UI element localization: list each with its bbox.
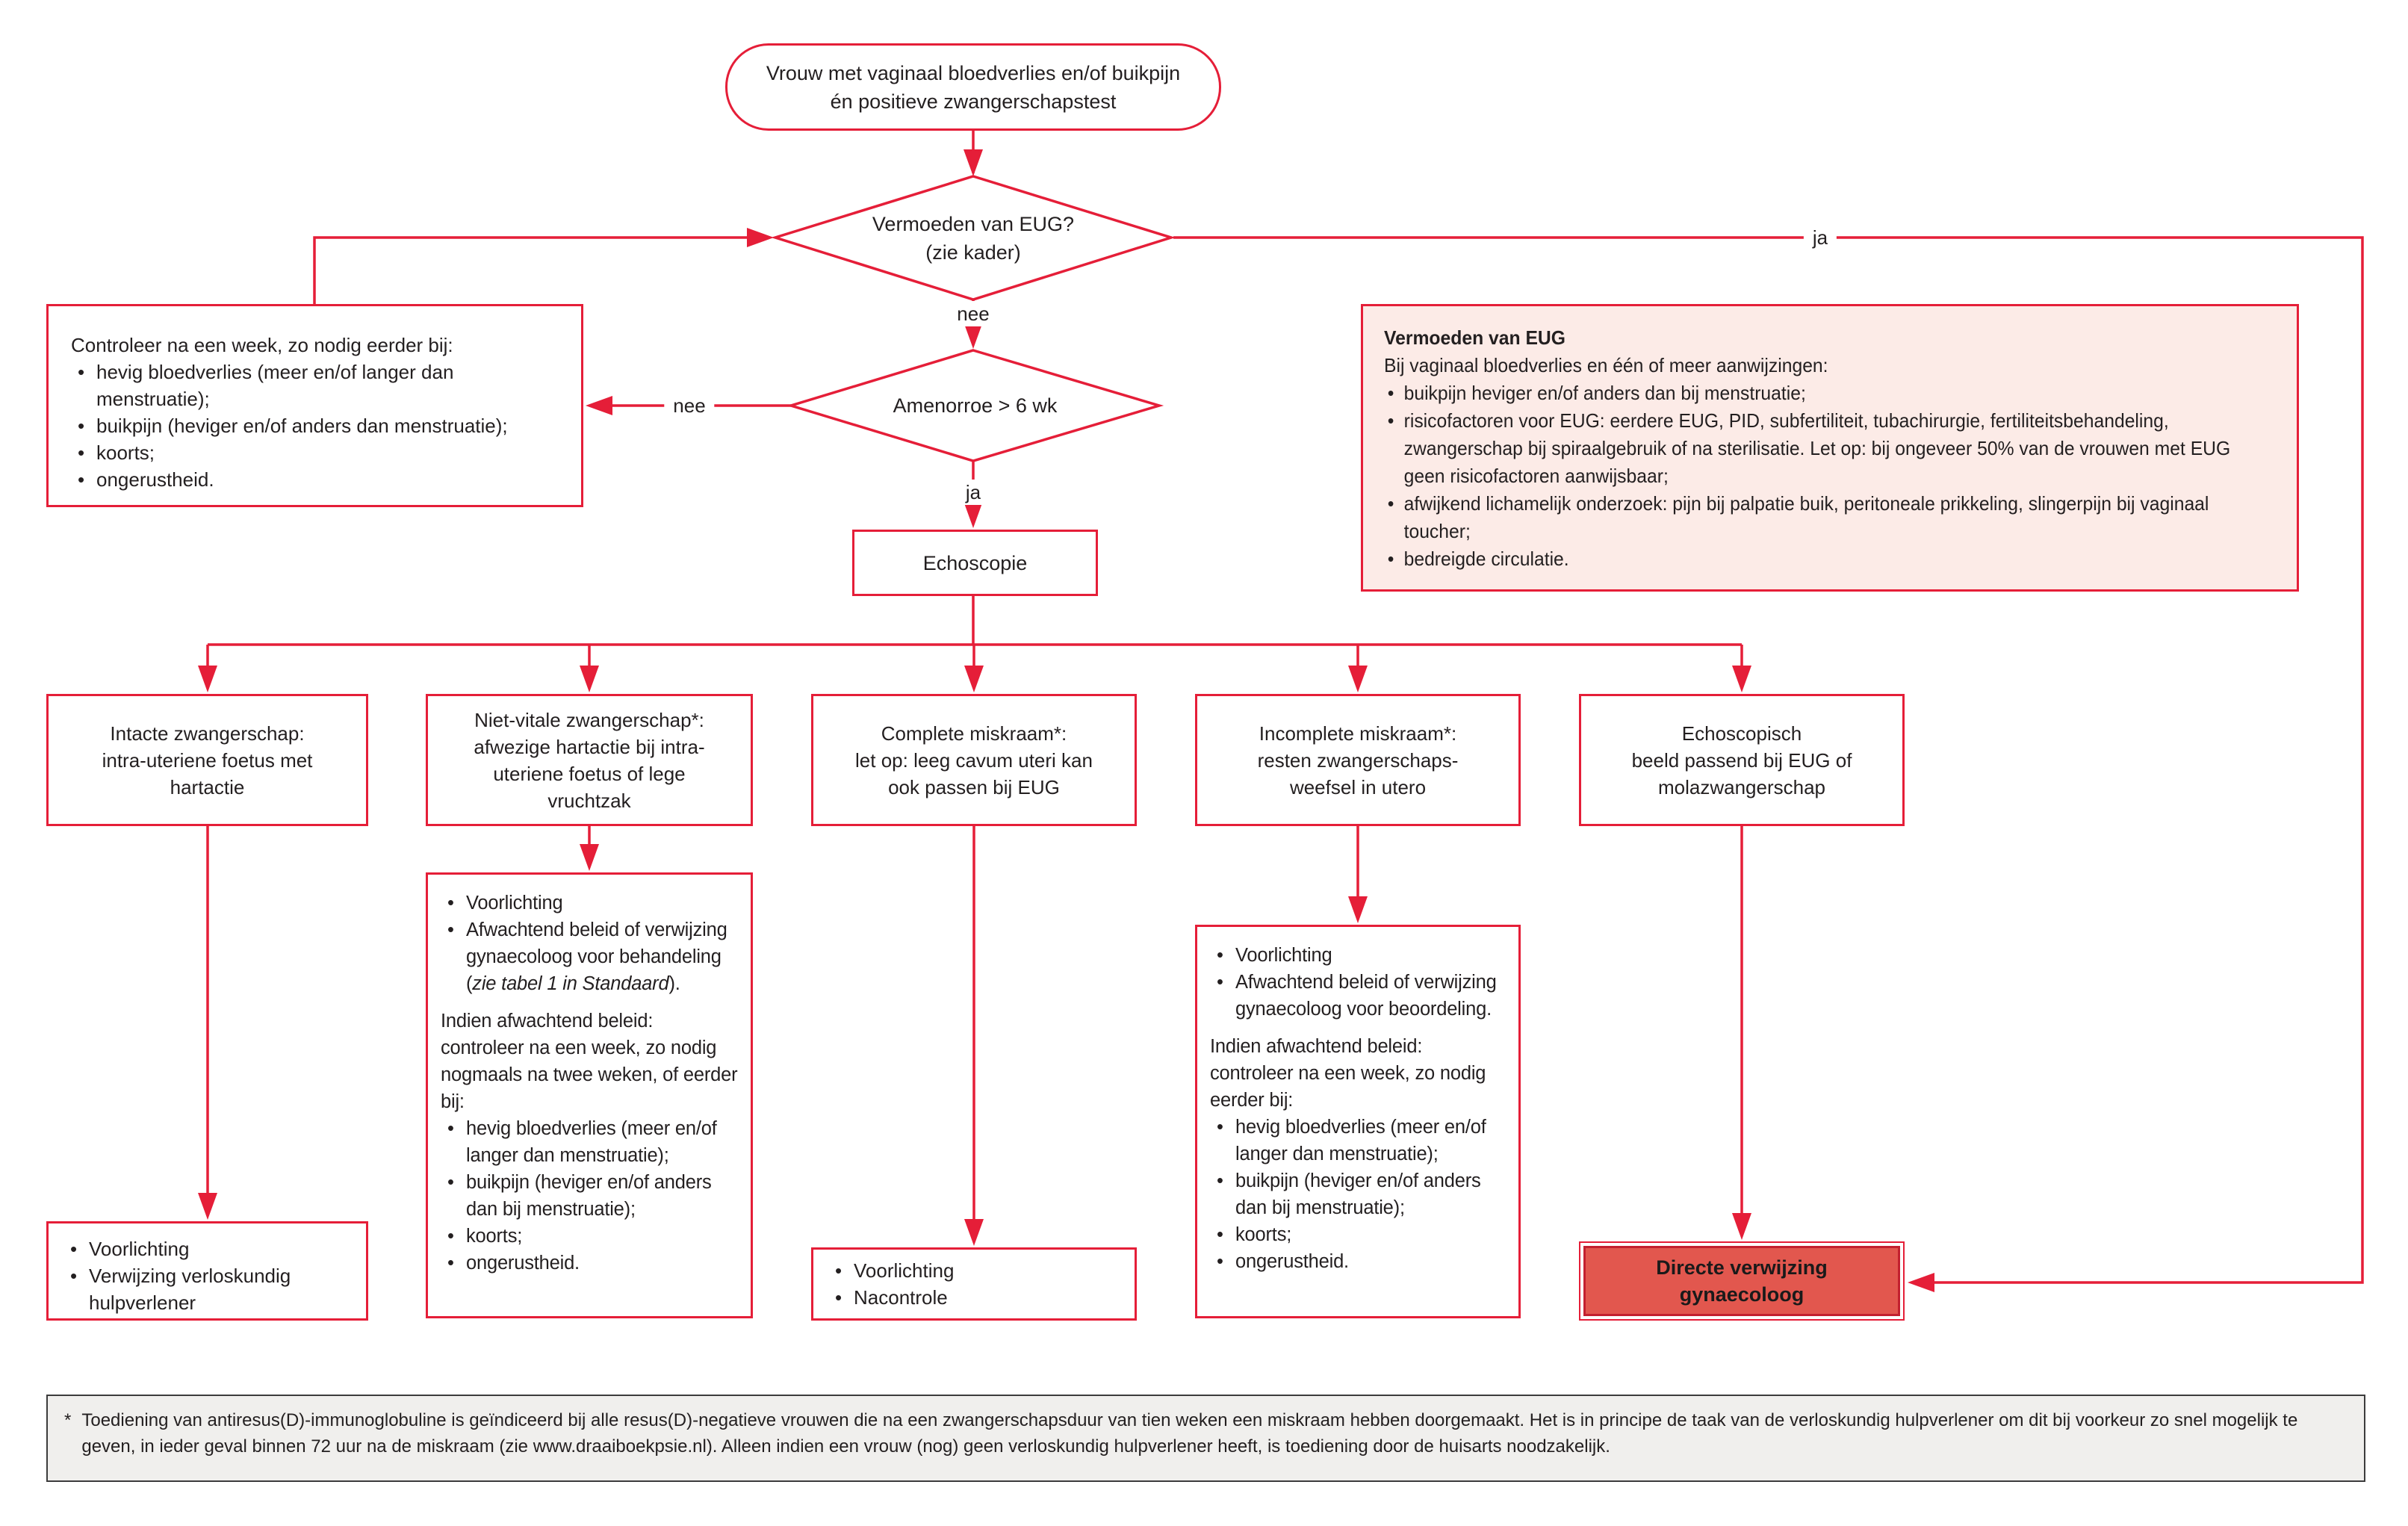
edge-label-nee-eug: nee [948,301,999,326]
decision-eug: Vermoeden van EUG? (zie kader) [775,176,1171,300]
followup-intact-bullet-2: Verwijzing verloskundig hulpverlener [63,1262,351,1316]
followup-nonvital-box: Voorlichting Afwachtend beleid of verwij… [426,872,753,1318]
followup-nonvital-bullet-2-italic: zie tabel 1 in Standaard [472,973,669,994]
footnote-text: Toediening van antiresus(D)-immunoglobul… [81,1410,2298,1457]
followup-incomplete-box: Voorlichting Afwachtend beleid of verwij… [1195,925,1521,1318]
followup-complete-box: Voorlichting Nacontrole [811,1247,1137,1321]
followup-complete-bullet-1: Voorlichting [828,1257,1120,1284]
echoscopie-node: Echoscopie [852,530,1098,596]
outcome-intact-text: Intacte zwangerschap: intra-uteriene foe… [102,722,313,798]
edge-label-ja-amenorroe: ja [956,480,990,505]
followup-incomplete-bullet-1: Voorlichting [1210,942,1506,969]
arrowhead-into-incomplete-followup [1348,896,1368,923]
kader-bullet-4: bedreigde circulatie. [1384,545,2275,573]
control-box: Controleer na een week, zo nodig eerder … [46,304,583,507]
arrowhead-into-nonvital [580,666,599,692]
control-box-title: Controleer na een week, zo nodig eerder … [71,334,453,356]
arrowhead-into-eugmola [1732,666,1751,692]
echoscopie-text: Echoscopie [922,551,1028,574]
outcome-eug-mola: Echoscopisch beeld passend bij EUG of mo… [1579,694,1905,826]
diamond-eug-shape [771,175,1176,301]
arrowhead-into-referral-right [1908,1273,1934,1292]
outcome-nonvital: Niet-vitale zwangerschap*: afwezige hart… [426,694,753,826]
arrowhead-into-eug-left [747,228,774,247]
followup-intact-box: Voorlichting Verwijzing verloskundig hul… [46,1221,368,1321]
arrowhead-into-referral-top [1732,1213,1751,1240]
arrowhead-into-complete [964,666,984,692]
kader-intro: Bij vaginaal bloedverlies en één of meer… [1384,354,1828,376]
outcome-eug-mola-text: Echoscopisch beeld passend bij EUG of mo… [1631,722,1852,798]
followup-incomplete-bullet-6: ongerustheid. [1210,1248,1506,1275]
followup-nonvital-paragraph: Indien afwachtend beleid: controleer na … [441,1011,738,1112]
followup-nonvital-bullet-4: buikpijn (heviger en/of anders dan bij m… [441,1169,738,1223]
kader-bullet-1: buikpijn heviger en/of anders dan bij me… [1384,379,2275,407]
footnote-marker: * [64,1410,72,1430]
footnote-box: * Toediening van antiresus(D)-immunoglob… [46,1395,2365,1482]
edge-label-nee-amenorroe: nee [664,393,715,418]
connector-eug-ja-to-referral [1173,236,2364,1284]
arrowhead-into-nonvital-followup [580,844,599,871]
connector-control-to-eug [313,236,747,304]
outcome-incomplete: Incomplete miskraam*: resten zwangerscha… [1195,694,1521,826]
arrowhead-into-eug-top [963,149,983,176]
connector-echoscopie-distribution [206,596,1743,669]
diamond-amenorroe-shape [786,349,1164,462]
followup-nonvital-bullet-1: Voorlichting [441,890,738,916]
control-bullet-4: ongerustheid. [71,466,559,493]
start-node-text: Vrouw met vaginaal bloedverlies en/of bu… [766,61,1181,113]
followup-incomplete-bullet-2: Afwachtend beleid of verwijzing gynaecol… [1210,969,1506,1023]
control-bullet-1: hevig bloedverlies (meer en/of langer da… [71,359,559,412]
followup-nonvital-bullet-2-pre: Afwachtend beleid of verwijzing gynaecol… [466,919,727,994]
edge-label-ja-eug: ja [1803,225,1837,250]
referral-box: Directe verwijzing gynaecoloog [1579,1241,1905,1321]
control-bullet-2: buikpijn (heviger en/of anders dan menst… [71,412,559,439]
kader-vermoeden-eug: Vermoeden van EUG Bij vaginaal bloedverl… [1361,304,2299,592]
decision-eug-line1: Vermoeden van EUG? [872,212,1075,235]
decision-eug-line2: (zie kader) [925,241,1021,264]
kader-title: Vermoeden van EUG [1384,326,1565,349]
arrowhead-into-control-box [586,396,612,415]
followup-incomplete-paragraph: Indien afwachtend beleid: controleer na … [1210,1036,1486,1111]
followup-nonvital-bullet-2-post: ). [668,973,680,994]
followup-complete-bullet-2: Nacontrole [828,1284,1120,1311]
followup-nonvital-bullet-6: ongerustheid. [441,1250,738,1277]
referral-box-inner: Directe verwijzing gynaecoloog [1583,1246,1900,1316]
start-node: Vrouw met vaginaal bloedverlies en/of bu… [725,43,1221,131]
arrowhead-into-intact-followup [198,1193,217,1220]
kader-bullet-2: risicofactoren voor EUG: eerdere EUG, PI… [1384,407,2275,490]
arrowhead-into-complete-followup [964,1219,984,1246]
arrowhead-into-intact [198,666,217,692]
outcome-complete-text: Complete miskraam*: let op: leeg cavum u… [855,722,1093,798]
control-bullet-3: koorts; [71,439,559,466]
arrowhead-into-incomplete [1348,666,1368,692]
referral-text: Directe verwijzing gynaecoloog [1656,1256,1828,1306]
followup-incomplete-bullet-5: koorts; [1210,1221,1506,1248]
arrowhead-into-amenorroe [963,322,983,349]
followup-nonvital-bullet-3: hevig bloedverlies (meer en/of langer da… [441,1115,738,1169]
decision-amenorroe: Amenorroe > 6 wk [791,350,1159,461]
followup-intact-bullet-1: Voorlichting [63,1235,351,1262]
followup-incomplete-bullet-3: hevig bloedverlies (meer en/of langer da… [1210,1114,1506,1167]
outcome-complete: Complete miskraam*: let op: leeg cavum u… [811,694,1137,826]
followup-incomplete-bullet-4: buikpijn (heviger en/of anders dan bij m… [1210,1167,1506,1221]
followup-nonvital-bullet-5: koorts; [441,1223,738,1250]
kader-bullet-3: afwijkend lichamelijk onderzoek: pijn bi… [1384,490,2275,545]
decision-amenorroe-text: Amenorroe > 6 wk [893,394,1058,417]
followup-nonvital-bullet-2: Afwachtend beleid of verwijzing gynaecol… [441,916,738,997]
outcome-incomplete-text: Incomplete miskraam*: resten zwangerscha… [1257,722,1459,798]
outcome-intact: Intacte zwangerschap: intra-uteriene foe… [46,694,368,826]
outcome-nonvital-text: Niet-vitale zwangerschap*: afwezige hart… [474,708,705,812]
arrowhead-into-echoscopie [963,501,983,528]
